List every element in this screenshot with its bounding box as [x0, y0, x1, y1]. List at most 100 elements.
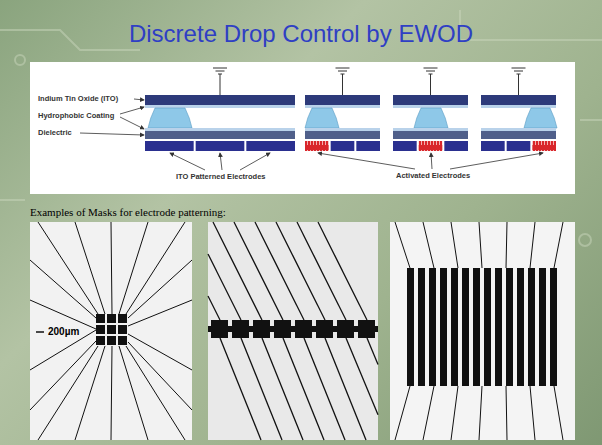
ground-wire: [518, 74, 519, 95]
ground-symbol: [514, 71, 523, 72]
electrode-lead: [297, 222, 346, 320]
electrode: [507, 141, 531, 151]
electrode-pad: [96, 325, 105, 334]
ground-wire: [220, 74, 221, 95]
dielectric-layer: [481, 131, 556, 139]
electrode-lead: [325, 338, 366, 440]
mask-photo-1: [30, 222, 192, 440]
electrode: [356, 141, 380, 151]
electrode-lead: [506, 222, 507, 268]
ground-symbol: [426, 71, 435, 72]
scale-bar: [36, 331, 44, 333]
electrode-lead: [479, 386, 482, 440]
electrode-array: [404, 268, 560, 386]
electrode-lead: [283, 338, 324, 440]
layer-label: Indium Tin Oxide (ITO): [38, 94, 118, 103]
ito-top-plate: [481, 95, 556, 105]
electrode-lead: [554, 386, 563, 440]
electrode-lead: [395, 386, 410, 440]
electrode-pad: [118, 314, 127, 323]
ground-symbol: [341, 74, 345, 75]
electrode-lead: [318, 222, 367, 320]
electrode-lead: [126, 222, 185, 314]
activated-electrode: [305, 141, 329, 151]
hydrophobic-layer: [145, 128, 295, 131]
ground-symbol: [216, 71, 225, 72]
electrode: [196, 141, 245, 151]
electrode-lead: [530, 222, 535, 268]
electrode-pad: [96, 336, 105, 345]
ground-symbol: [517, 74, 521, 75]
ground-symbol: [512, 68, 526, 69]
hydrophobic-layer: [481, 128, 556, 131]
layer-label: Dielectric: [38, 128, 72, 137]
electrode-lead: [451, 386, 458, 440]
hydrophobic-layer: [305, 105, 380, 108]
electrode-lead: [554, 222, 563, 268]
ground-symbol: [213, 68, 227, 69]
dielectric-layer: [393, 131, 468, 139]
ground-symbol: [429, 74, 433, 75]
electrode: [393, 141, 417, 151]
hydrophobic-layer: [393, 128, 468, 131]
electrode-lead: [128, 342, 192, 410]
electrode-lead: [30, 341, 96, 410]
electrode-pad: [107, 314, 116, 323]
electrode-lead: [75, 346, 105, 440]
electrode-lead: [38, 222, 98, 314]
ground-wire: [430, 74, 431, 95]
electrode: [145, 141, 194, 151]
electrode-pad: [118, 336, 127, 345]
section-caption: Examples of Masks for electrode patterni…: [30, 206, 226, 218]
electrode-lead: [423, 386, 434, 440]
electrode-lead: [479, 222, 482, 268]
electrode-lead: [262, 338, 303, 440]
ewod-cross-sections: [145, 68, 557, 151]
electrode-lead: [208, 296, 220, 320]
electrode: [481, 141, 505, 151]
electrode-pad: [118, 325, 127, 334]
board-traces: [0, 10, 602, 246]
hydrophobic-layer: [145, 105, 295, 108]
electrode-lead: [30, 260, 96, 318]
electrode-label: Activated Electrodes: [396, 171, 470, 180]
electrode-lead: [506, 386, 507, 440]
electrode-lead: [208, 254, 241, 320]
ito-top-plate: [393, 95, 468, 105]
leader-lines: [80, 99, 543, 170]
electrode-lead: [111, 222, 112, 314]
mask-photo-2: [208, 222, 378, 440]
ground-symbol: [338, 71, 347, 72]
electrode-bus: [208, 326, 378, 332]
slide-title: Discrete Drop Control by EWOD: [0, 20, 602, 48]
electrode: [444, 141, 468, 151]
electrode-pad: [107, 336, 116, 345]
ground-wire: [342, 74, 343, 95]
layer-label: Hydrophobic Coating: [38, 111, 114, 120]
ground-symbol: [336, 68, 350, 69]
electrode-lead: [111, 346, 112, 440]
droplet: [148, 108, 192, 128]
dielectric-layer: [145, 131, 295, 139]
electrode-lead: [128, 260, 192, 318]
electrode-lead: [30, 300, 96, 329]
ito-top-plate: [305, 95, 380, 105]
hydrophobic-layer: [393, 105, 468, 108]
electrode-lead: [234, 222, 283, 320]
electrode-lead: [213, 222, 262, 320]
droplet: [414, 108, 448, 128]
mask-patterns: [30, 222, 563, 440]
electrode-lead: [367, 338, 378, 364]
electrode: [331, 141, 355, 151]
electrode-lead: [276, 222, 325, 320]
ground-symbol: [218, 74, 222, 75]
scale-label: 200µm: [47, 326, 80, 337]
electrode-pad: [107, 325, 116, 334]
activated-electrode: [419, 141, 443, 151]
electrode-lead: [451, 222, 458, 268]
ground-symbol: [424, 68, 438, 69]
electrode-lead: [423, 222, 434, 268]
electrode: [246, 141, 295, 151]
electrode-lead: [75, 222, 105, 314]
electrode-lead: [119, 222, 148, 314]
